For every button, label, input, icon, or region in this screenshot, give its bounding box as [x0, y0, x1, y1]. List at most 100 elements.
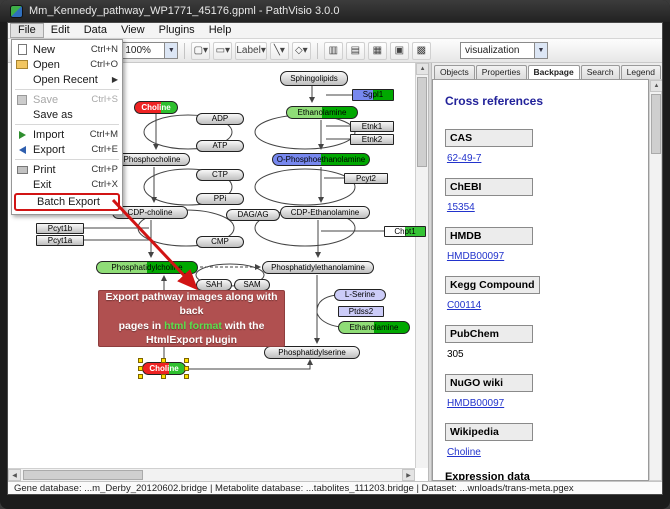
menu-edit[interactable]: Edit	[50, 24, 70, 36]
sidebar-scrollbar[interactable]: ▲	[649, 79, 662, 481]
pathway-node-ethanolamine-top[interactable]: Ethanolamine	[286, 106, 358, 119]
pathway-node-pcyt1a[interactable]: Pcyt1a	[36, 235, 84, 246]
menu-data[interactable]: Data	[83, 24, 107, 36]
pathway-node-etnk1[interactable]: Etnk1	[350, 121, 394, 132]
crossref-link[interactable]: HMDB00097	[446, 251, 505, 262]
file-menu-item-save-as[interactable]: Save as	[12, 107, 122, 122]
scroll-left-icon[interactable]: ◀	[8, 469, 21, 481]
pathway-node-etnk2[interactable]: Etnk2	[350, 134, 394, 145]
menu-help[interactable]: Help	[208, 24, 232, 36]
visualization-dropdown-icon[interactable]: ▼	[534, 43, 547, 58]
sidebar-panel: Objects Properties Backpage Search Legen…	[431, 63, 662, 481]
titlebar[interactable]: Mm_Kennedy_pathway_WP1771_45176.gpml - P…	[0, 0, 670, 22]
selection-handle[interactable]	[184, 358, 189, 363]
toolbar-separator	[184, 42, 186, 59]
visualization-combobox[interactable]: visualization ▼	[460, 42, 548, 59]
menu-plugins[interactable]: Plugins	[158, 24, 195, 36]
pathway-node-chpt1[interactable]: Chpt1	[384, 226, 426, 237]
file-menu-shortcut: Ctrl+S	[91, 94, 118, 105]
stack-vertical-button[interactable]: ▣	[389, 41, 409, 60]
zoom-dropdown-icon[interactable]: ▼	[164, 43, 178, 58]
pathway-node-adp[interactable]: ADP	[196, 113, 244, 125]
crossref-link[interactable]: HMDB00097	[446, 398, 505, 409]
pathway-node-ptdss2[interactable]: Ptdss2	[338, 306, 384, 317]
sidebar-scroll-thumb[interactable]	[650, 94, 661, 154]
crossref-link[interactable]: 62-49-7	[446, 153, 482, 164]
menu-view[interactable]: View	[120, 24, 145, 36]
annotation-line3: HtmlExport plugin	[146, 333, 237, 346]
file-menu-item-new[interactable]: New Ctrl+N	[12, 42, 122, 57]
crossref-link[interactable]: 15354	[446, 202, 475, 213]
crossref-section-chebi: ChEBI 15354	[444, 177, 636, 213]
align-middle-button[interactable]: ▤	[345, 41, 365, 60]
pathway-node-sphingolipids[interactable]: Sphingolipids	[280, 71, 348, 86]
file-menu-item-batch-export[interactable]: Batch Export	[16, 195, 118, 209]
pathway-node-dag[interactable]: DAG/AG	[226, 209, 280, 221]
pathway-node-choline-top[interactable]: Choline	[134, 101, 178, 114]
shape-tool-button[interactable]: ◇▾	[291, 41, 311, 60]
selection-handle[interactable]	[138, 358, 143, 363]
canvas-horizontal-scrollbar[interactable]: ◀ ▶	[8, 468, 416, 481]
file-menu: New Ctrl+N Open Ctrl+O Open Recent ▶ Sav…	[11, 39, 123, 215]
crossref-source-label: PubChem	[444, 325, 533, 343]
menu-file[interactable]: File	[10, 23, 44, 38]
file-menu-item-exit[interactable]: Exit Ctrl+X	[12, 177, 122, 192]
pathway-node-phosphatidylcholine[interactable]: Phosphatidylcholine	[96, 261, 198, 274]
canvas-vertical-scrollbar[interactable]: ▲	[415, 63, 429, 468]
scroll-up-icon[interactable]: ▲	[416, 63, 429, 75]
crossref-link[interactable]: Choline	[446, 447, 481, 458]
open-icon	[15, 60, 29, 69]
horizontal-scroll-thumb[interactable]	[23, 470, 143, 480]
pathway-node-ethanolamine-bottom[interactable]: Ethanolamine	[338, 321, 410, 334]
pathway-node-phosphatidylserine[interactable]: Phosphatidylserine	[264, 346, 360, 359]
tab-backpage[interactable]: Backpage	[527, 65, 580, 79]
tab-legend[interactable]: Legend	[620, 65, 661, 79]
pathway-node-cdp-ethanolamine[interactable]: CDP-Ethanolamine	[280, 206, 370, 219]
tab-objects[interactable]: Objects	[433, 65, 475, 79]
tab-search[interactable]: Search	[580, 65, 620, 79]
datanode-tool-button[interactable]: ▭▾	[213, 41, 233, 60]
tab-properties[interactable]: Properties	[475, 65, 527, 79]
panel-splitter[interactable]	[428, 63, 432, 481]
print-icon	[15, 165, 29, 174]
label-tool-button[interactable]: Label▾	[235, 41, 267, 60]
file-menu-item-save[interactable]: Save Ctrl+S	[12, 92, 122, 107]
pathway-node-pcyt2[interactable]: Pcyt2	[344, 173, 388, 184]
file-menu-item-export[interactable]: Export Ctrl+E	[12, 142, 122, 157]
file-menu-item-open-recent[interactable]: Open Recent ▶	[12, 72, 122, 87]
pathway-node-ctp[interactable]: CTP	[196, 169, 244, 181]
line-tool-button[interactable]: ╲▾	[269, 41, 289, 60]
pathway-node-phosphatidylethanolamine[interactable]: Phosphatidylethanolamine	[262, 261, 374, 274]
file-menu-item-print[interactable]: Print Ctrl+P	[12, 162, 122, 177]
select-tool-button[interactable]: ▢▾	[191, 41, 211, 60]
pathway-node-cmp[interactable]: CMP	[196, 236, 244, 248]
vertical-scroll-thumb[interactable]	[417, 77, 428, 167]
scroll-up-icon[interactable]: ▲	[650, 80, 662, 92]
selection-handle[interactable]	[161, 358, 166, 363]
align-center-button[interactable]: ▥	[323, 41, 343, 60]
crossref-link[interactable]: C00114	[446, 300, 482, 311]
pathway-node-atp[interactable]: ATP	[196, 140, 244, 152]
pathway-node-l-serine[interactable]: L-Serine	[334, 289, 386, 301]
pathway-node-sgpl1[interactable]: Sgpl1	[352, 89, 394, 101]
selection-handle[interactable]	[184, 366, 189, 371]
selection-handle[interactable]	[138, 374, 143, 379]
pathway-node-o-phosphoethanolamine[interactable]: O-Phosphoethanolamine	[272, 153, 370, 166]
crossref-source-label: CAS	[444, 129, 533, 147]
file-menu-item-import[interactable]: Import Ctrl+M	[12, 127, 122, 142]
align-left-button[interactable]: ▦	[367, 41, 387, 60]
selection-handle[interactable]	[161, 374, 166, 379]
selection-handle[interactable]	[184, 374, 189, 379]
file-menu-shortcut: Ctrl+O	[90, 59, 118, 70]
file-menu-item-open[interactable]: Open Ctrl+O	[12, 57, 122, 72]
pathway-node-cdp-choline[interactable]: CDP-choline	[112, 206, 188, 219]
scroll-right-icon[interactable]: ▶	[402, 469, 416, 481]
file-menu-item-label: Save as	[33, 108, 73, 121]
pathway-node-phosphocholine[interactable]: Phosphocholine	[114, 153, 190, 166]
annotation-line2-pre: pages in	[118, 319, 165, 332]
stack-horizontal-button[interactable]: ▩	[411, 41, 431, 60]
selection-handle[interactable]	[138, 366, 143, 371]
pathway-node-pcyt1b[interactable]: Pcyt1b	[36, 223, 84, 234]
zoom-combobox[interactable]: 100% ▼	[120, 42, 179, 59]
pathway-node-ppi[interactable]: PPi	[196, 193, 244, 205]
